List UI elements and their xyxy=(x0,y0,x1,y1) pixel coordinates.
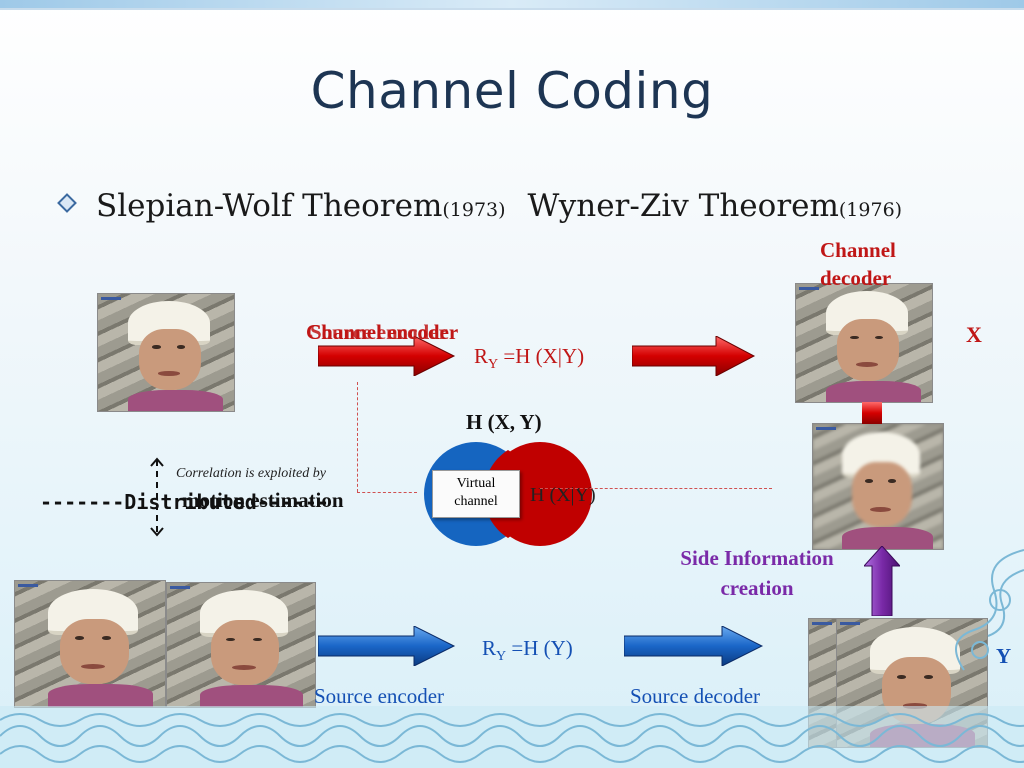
dashed-connector-left xyxy=(357,492,417,493)
blue-arrow-encoder xyxy=(318,626,456,666)
frame-x-original xyxy=(97,293,235,412)
red-arrow-encoder xyxy=(318,336,456,376)
wyner-ziv-label: Wyner-Ziv Theorem xyxy=(527,188,839,224)
correlation-note: Correlation is exploited by xyxy=(176,466,326,481)
distributed-label: -------Distributed------ xyxy=(40,490,329,514)
blue-arrow-decoder xyxy=(624,626,764,666)
joint-entropy-label: H (X, Y) xyxy=(466,410,542,434)
slepian-wolf-label: Slepian-Wolf Theorem xyxy=(96,188,443,224)
motion-estimation-label: motion estimation xyxy=(182,488,344,512)
dashed-connector-vertical xyxy=(357,382,358,492)
channel-encoder-label: Channel encoder xyxy=(306,320,459,344)
wave-decoration-right xyxy=(955,549,1024,671)
rate-hy-label: RY =H (Y) xyxy=(482,636,573,665)
diamond-bullet-icon xyxy=(57,193,77,213)
channel-decoder-label: Channel decoder xyxy=(820,238,896,290)
source-decoder-label: Source decoder xyxy=(630,684,761,708)
wyner-ziv-year: (1976) xyxy=(838,199,903,221)
y-label: Y xyxy=(996,644,1012,668)
frame-y-2 xyxy=(166,582,316,708)
red-connector xyxy=(862,402,882,424)
top-border-bar xyxy=(0,0,1024,8)
red-arrow-decoder xyxy=(632,336,756,376)
top-border-line xyxy=(0,8,1024,10)
source-encoder-label: Source encoder xyxy=(314,684,445,708)
slepian-wolf-year: (1973) xyxy=(442,199,506,221)
x-label: X xyxy=(966,322,982,347)
source-encoder-overlap-label: Source encoder xyxy=(310,320,448,344)
frame-side-information xyxy=(812,423,944,550)
bullet-item: Slepian-Wolf Theorem(1973) Wyner-Ziv The… xyxy=(57,188,903,224)
slide-title: Channel Coding xyxy=(310,62,714,120)
frame-x-decoded xyxy=(795,283,933,403)
purple-arrow-up xyxy=(864,546,900,616)
wave-decoration xyxy=(0,706,1024,768)
double-arrow-vertical-icon xyxy=(150,457,164,537)
rate-hxgy-label: RY =H (X|Y) xyxy=(474,344,585,373)
side-info-label-2: creation xyxy=(720,576,794,600)
side-info-label: Side Information xyxy=(680,546,834,570)
conditional-entropy-label: H (X|Y) xyxy=(530,484,596,506)
frame-y-1 xyxy=(14,580,166,708)
virtual-channel-box: Virtual channel xyxy=(432,470,520,518)
dashed-connector-right xyxy=(540,488,772,489)
